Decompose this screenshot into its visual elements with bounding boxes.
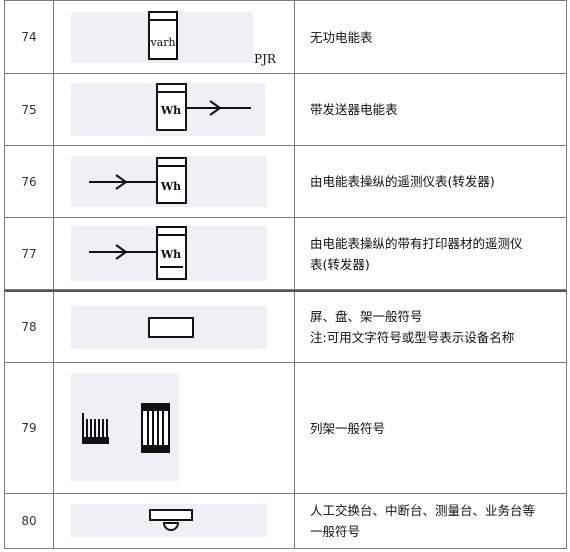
table-row: 79 [4, 363, 567, 494]
description: 带发送器电能表 [294, 74, 566, 145]
description-line: 人工交换台、中断台、测量台、业务台等 [310, 503, 536, 518]
symbol-label: Wh [160, 104, 181, 117]
symbol-label: varh [149, 36, 175, 49]
row-number: 76 [5, 146, 54, 217]
symbol-label: Wh [160, 180, 181, 193]
description-line: 列架一般符号 [310, 420, 386, 436]
description-line: 带发送器电能表 [310, 102, 398, 117]
wh-meter-with-transmitter-icon: Wh [156, 83, 251, 131]
description-line: 由电能表操纵的遥测仪表(转发器) [310, 174, 495, 189]
row-number: 80 [5, 494, 54, 548]
table-row: 80 人工交换台、中断台、测量台、业务台等 一般符号 [4, 494, 567, 549]
description: 由电能表操纵的遥测仪表(转发器) [294, 146, 566, 217]
symbol-cell: varh PJR [53, 1, 295, 73]
description-line: 注:可用文字符号或型号表示设备名称 [310, 330, 515, 345]
table-row: 74 varh PJR 无功电能表 [4, 0, 567, 74]
symbol-cell: Wh [53, 146, 295, 217]
symbol-label: Wh [160, 248, 181, 261]
description-line: 由电能表操纵的带有打印器材的遥测仪 [310, 235, 523, 251]
description: 人工交换台、中断台、测量台、业务台等 一般符号 [294, 494, 566, 548]
row-rack-icon [82, 403, 170, 453]
telemeter-repeater-icon: Wh [89, 157, 187, 204]
description-line: 屏、盘、架一般符号 [310, 309, 423, 324]
row-number: 74 [5, 1, 54, 73]
description: 屏、盘、架一般符号 注:可用文字符号或型号表示设备名称 [294, 292, 566, 362]
symbol-caption: PJR [254, 52, 276, 66]
description: 由电能表操纵的带有打印器材的遥测仪 表(转发器) [294, 218, 566, 289]
symbol-cell: Wh [53, 74, 295, 145]
printing-telemeter-icon: Wh [89, 226, 187, 280]
symbol-table: 74 varh PJR 无功电能表 75 Wh [4, 0, 567, 549]
description: 列架一般符号 [294, 363, 566, 493]
description-line: 无功电能表 [310, 29, 373, 45]
table-row: 75 Wh 带发送器电能表 [4, 74, 567, 146]
description: 无功电能表 [294, 1, 566, 73]
description-line: 一般符号 [310, 524, 361, 539]
table-row: 78 屏、盘、架一般符号 注:可用文字符号或型号表示设备名称 [4, 290, 567, 363]
symbol-cell [53, 494, 295, 548]
symbol-cell [53, 363, 295, 493]
description-line: 表(转发器) [310, 256, 370, 272]
row-number: 79 [5, 363, 54, 493]
varh-meter-icon: varh [148, 11, 178, 60]
switchboard-desk-icon [149, 509, 193, 531]
symbol-cell: Wh [53, 218, 295, 289]
symbol-cell [53, 292, 295, 362]
table-row: 76 Wh 由电能表操纵的遥测仪表(转发器) [4, 146, 567, 218]
row-number: 75 [5, 74, 54, 145]
row-number: 77 [5, 218, 54, 289]
panel-rack-icon [148, 317, 194, 338]
table-row: 77 Wh 由电能表操纵的带有打印器材的遥测仪 表(转发器) [4, 218, 567, 290]
row-number: 78 [5, 292, 54, 362]
